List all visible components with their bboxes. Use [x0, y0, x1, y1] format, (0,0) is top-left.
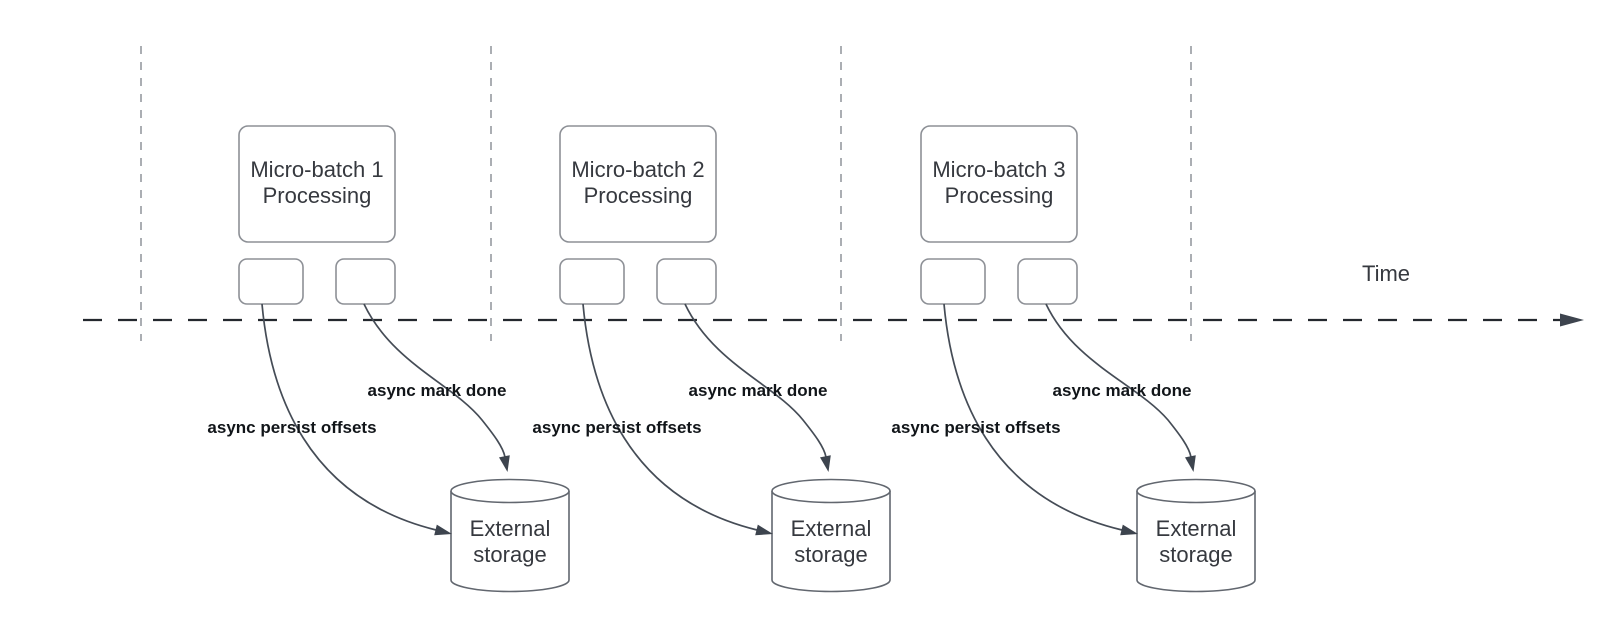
processing-box-label-line1: Micro-batch 1: [250, 157, 383, 182]
external-storage-label-line2: storage: [1159, 542, 1232, 567]
persist-offsets-arrowhead-icon: [1120, 524, 1138, 536]
processing-box-label-line1: Micro-batch 3: [932, 157, 1065, 182]
micro-batch-group: Micro-batch 2 Processing External storag…: [532, 125, 891, 593]
persist-offsets-arrow: [582, 303, 758, 531]
processing-box: [238, 125, 396, 243]
external-storage-label-line1: External: [470, 516, 551, 541]
mark-done-arrow: [1045, 303, 1192, 458]
cylinder-body: [771, 491, 891, 593]
mark-done-task-box: [1017, 258, 1078, 305]
mark-done-arrowhead-icon: [499, 455, 510, 472]
processing-box: [920, 125, 1078, 243]
processing-box-label-line2: Processing: [584, 183, 693, 208]
mark-done-arrow: [684, 303, 827, 458]
processing-box-label-line2: Processing: [263, 183, 372, 208]
cylinder-body: [450, 491, 570, 593]
persist-task-box: [920, 258, 986, 305]
persist-offsets-arrowhead-icon: [434, 524, 452, 536]
persist-offsets-label: async persist offsets: [207, 418, 376, 437]
mark-done-task-box: [656, 258, 717, 305]
time-axis-label: Time: [1362, 261, 1410, 286]
persist-task-box: [238, 258, 304, 305]
time-axis-arrowhead-icon: [1560, 313, 1584, 327]
cylinder-top: [771, 478, 891, 504]
processing-box: [559, 125, 717, 243]
processing-box-label-line2: Processing: [945, 183, 1054, 208]
persist-offsets-arrow: [261, 303, 437, 531]
mark-done-task-box: [335, 258, 396, 305]
cylinder-top: [1136, 478, 1256, 504]
micro-batch-group: Micro-batch 3 Processing External storag…: [891, 125, 1256, 593]
mark-done-arrowhead-icon: [820, 455, 831, 472]
external-storage-label-line1: External: [1156, 516, 1237, 541]
persist-task-box: [559, 258, 625, 305]
mark-done-arrow: [363, 303, 506, 458]
mark-done-arrowhead-icon: [1185, 455, 1196, 472]
mark-done-label: async mark done: [368, 381, 507, 400]
cylinder-top: [450, 478, 570, 504]
cylinder-body: [1136, 491, 1256, 593]
persist-offsets-label: async persist offsets: [532, 418, 701, 437]
external-storage-label-line2: storage: [794, 542, 867, 567]
persist-offsets-arrow: [943, 303, 1123, 531]
persist-offsets-arrowhead-icon: [755, 524, 773, 536]
micro-batch-group: Micro-batch 1 Processing External storag…: [207, 125, 570, 593]
mark-done-label: async mark done: [689, 381, 828, 400]
external-storage-label-line2: storage: [473, 542, 546, 567]
mark-done-label: async mark done: [1053, 381, 1192, 400]
external-storage-label-line1: External: [791, 516, 872, 541]
persist-offsets-label: async persist offsets: [891, 418, 1060, 437]
processing-box-label-line1: Micro-batch 2: [571, 157, 704, 182]
